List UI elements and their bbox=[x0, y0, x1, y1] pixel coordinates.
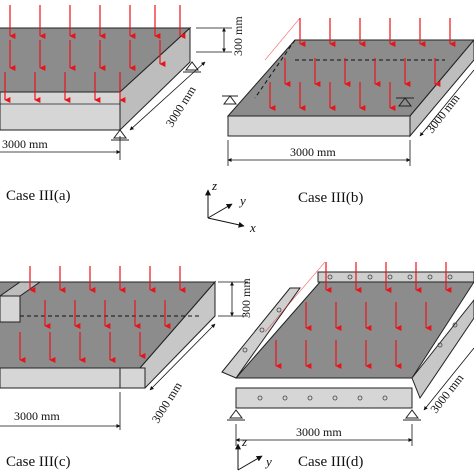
axis-y-label: y bbox=[264, 454, 272, 469]
width-label: 3000 mm bbox=[2, 137, 48, 151]
depth-dimension bbox=[419, 69, 474, 137]
slab-front-face bbox=[0, 91, 121, 131]
load-envelope bbox=[264, 17, 301, 61]
edge-beam-front bbox=[0, 367, 146, 389]
slab-side-face bbox=[409, 39, 474, 138]
axis-z-label: z bbox=[211, 178, 217, 193]
depth-dimension bbox=[149, 323, 216, 391]
load-arrows bbox=[275, 262, 452, 369]
coordinate-axes-bottom: z y bbox=[235, 434, 272, 471]
height-dimension bbox=[196, 27, 232, 53]
width-label: 3000 mm bbox=[14, 409, 60, 423]
panel-case-b: 3000 mm 3000 mm Case III(b) bbox=[222, 17, 474, 206]
depth-dimension bbox=[423, 347, 474, 411]
panel-case-d: 3000 mm 3000 mm Case III(d) bbox=[221, 261, 474, 470]
depth-dimension bbox=[129, 61, 206, 131]
load-arrows bbox=[4, 5, 186, 103]
caption-case-b: Case III(b) bbox=[298, 190, 363, 206]
load-arrows bbox=[269, 18, 456, 111]
caption-case-d: Case III(d) bbox=[298, 454, 363, 470]
width-dimension bbox=[0, 392, 121, 430]
rebar-dots bbox=[242, 274, 458, 401]
load-envelope bbox=[264, 261, 326, 333]
height-label: 300 mm bbox=[231, 16, 245, 56]
edge-beam-back bbox=[317, 271, 474, 283]
slab-top-face bbox=[226, 39, 474, 117]
width-dimension bbox=[227, 140, 411, 166]
height-label: 300 mm bbox=[239, 278, 253, 318]
slab-front-face bbox=[227, 115, 411, 137]
edge-beam-front bbox=[235, 387, 413, 409]
axis-z-label: z bbox=[241, 434, 247, 449]
edge-beam-front-left bbox=[0, 295, 21, 323]
axis-y-label: y bbox=[238, 193, 246, 208]
coordinate-axes: z y x bbox=[205, 178, 256, 235]
panel-case-a: 300 mm 3000 mm 3000 mm Case III(a) bbox=[0, 5, 245, 204]
width-dimension bbox=[0, 136, 121, 160]
height-dimension bbox=[218, 281, 248, 317]
axis-x-label: x bbox=[249, 220, 256, 235]
depth-label: 3000 mm bbox=[163, 83, 199, 130]
caption-case-c: Case III(c) bbox=[6, 454, 71, 470]
width-label: 3000 mm bbox=[296, 425, 342, 439]
panel-case-c: 300 mm 3000 mm 3000 mm Case III(c) bbox=[0, 266, 253, 470]
caption-case-a: Case III(a) bbox=[6, 188, 71, 204]
width-dimension bbox=[235, 424, 413, 446]
width-label: 3000 mm bbox=[290, 145, 336, 159]
load-arrows bbox=[19, 266, 186, 363]
edge-beam-left bbox=[221, 287, 301, 379]
support-symbol bbox=[222, 95, 414, 107]
support-symbol bbox=[227, 409, 421, 421]
